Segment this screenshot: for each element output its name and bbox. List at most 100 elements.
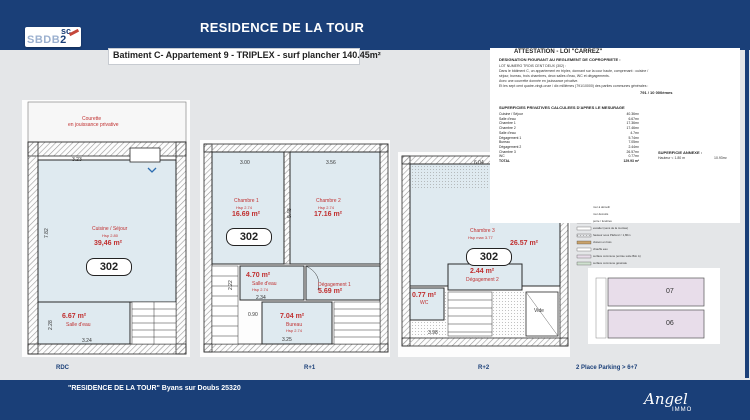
r1-bureau-hsp: Hsp 2.74 [286, 328, 303, 333]
r2-vide-diagonal [525, 291, 559, 337]
r1-ch2-area: 17.16 m² [314, 211, 343, 218]
surface-row-value: 7.05m² [628, 140, 639, 145]
rdc-courette-label: Courette [82, 116, 102, 122]
attestation-panel: ATTESTATION - LOI "CARREZ" DESIGNATION F… [490, 48, 740, 223]
parking-spot-07 [607, 277, 705, 307]
footer-bar [0, 380, 750, 420]
rdc-dim-bottom: 3.24 [82, 338, 92, 344]
header-bar [0, 0, 750, 50]
r1-deg-label: Dégagement 1 [318, 282, 351, 288]
attestation-lot-heading: LOT NUMERO TROIS CENT DEUX (302) : [499, 64, 567, 68]
r1-ch2-label: Chambre 2 [316, 198, 341, 204]
attestation-lot-text-2: séjour, bureau, trois chambres, deux sal… [499, 74, 610, 78]
angel-immo-logo: Angel [644, 390, 688, 408]
r2-degagement [447, 263, 523, 291]
rdc-cuisine-area: 39,46 m² [94, 240, 123, 247]
r2-stairs [447, 291, 493, 337]
legend-item: surface commune (entrée suite Bât. A) [593, 254, 641, 258]
r1-wall-top [203, 143, 389, 153]
rdc-cuisine-sejour [37, 159, 177, 303]
r1-sde-hsp: Hsp 2.74 [252, 287, 269, 292]
surface-row-label: Chambre 1 [499, 121, 516, 126]
rdc-wall-top [27, 141, 187, 157]
r1-door-swing [305, 265, 319, 291]
surface-row-label: Dégagement 2 [499, 144, 522, 149]
r1-salle-eau [239, 265, 305, 301]
agency-logo: sc SBDB2 [25, 26, 81, 47]
rdc-courette [27, 101, 187, 143]
surface-row: Dégagement 1 5.74m² [499, 136, 639, 141]
attestation-annex-heading: SUPERFICIE ANNEXE : [658, 150, 703, 155]
surface-row-label: WC [499, 154, 505, 159]
rdc-lot-badge: 302 [86, 258, 132, 276]
parking-spot-06-label: 06 [666, 320, 674, 327]
surface-row-value: 5.74m² [628, 135, 639, 140]
legend-item: mur à démolir [593, 205, 611, 209]
r1-ch1-label: Chambre 1 [234, 198, 259, 204]
r1-bureau [261, 301, 333, 345]
legend-item: cloison en bois [593, 240, 612, 244]
r1-dim-mid: 5.48 [287, 208, 293, 218]
rdc-courette-sub: en jouissance privative [68, 122, 119, 128]
level-label-r2: R+2 [478, 365, 490, 371]
r2-wc-label: WC [420, 300, 429, 306]
surface-row-label: Salle d'eau [499, 130, 516, 135]
attestation-lot-text-1: Dans le bâtiment C, un appartement en tr… [499, 69, 649, 73]
legend-item: hauteur sous Plafond < 1,80m [593, 233, 631, 237]
r2-ch3-label: Chambre 3 [470, 228, 495, 234]
r2-ch3-area: 26.57 m² [510, 240, 539, 247]
rdc-entry-arrow [147, 167, 157, 173]
surface-row-label: Chambre 3 [499, 149, 516, 154]
rdc-wall-right [175, 141, 187, 355]
attestation-lot-text-3: Avec une courrette donnée en jouissance … [499, 79, 579, 83]
level-label-r1: R+1 [304, 365, 316, 371]
legend-item: surface commune générale [593, 261, 627, 265]
r2-deg-label: Dégagement 2 [466, 277, 499, 283]
rdc-cuisine-label: Cuisine / Séjour [92, 226, 128, 232]
legend-item: mur démolis [593, 212, 609, 216]
parking-side [595, 277, 607, 339]
surface-row-value: 6.67m² [628, 116, 639, 121]
rdc-dim-sde-side: 2.28 [48, 320, 54, 330]
r1-ch1-hsp: Hsp 2.74 [236, 205, 253, 210]
surface-row-label: Salle d'eau [499, 116, 516, 121]
footer-address: "RESIDENCE DE LA TOUR" Byans sur Doubs 2… [68, 385, 241, 392]
r2-dim-bottom: 3.98 [428, 330, 438, 336]
attestation-annex-value: 10.93m² [714, 156, 727, 160]
r1-sde-label: Salle d'eau [252, 281, 277, 287]
parking-spot-06 [607, 309, 705, 339]
attestation-surfaces-heading: SUPERFICIES PRIVATIVES CALCULEES D'APRES… [499, 105, 625, 110]
r1-dim-sde: 2.34 [256, 295, 266, 301]
attestation-lot-text-4: Et les sept cent quatre-vingt-onze / dix… [499, 84, 649, 88]
r2-deg-area: 2.44 m² [470, 268, 495, 275]
logo-sc: sc [61, 26, 72, 36]
r2-lot-badge: 302 [466, 248, 512, 266]
r1-sde-area: 4.70 m² [246, 272, 271, 279]
surface-row: Salle d'eau 6.67m² [499, 117, 639, 122]
attestation-designation-heading: DESIGNATION FIGURANT AU REGLEMENT DE COP… [499, 57, 621, 62]
r1-ch1-area: 16.69 m² [232, 211, 261, 218]
r1-bureau-label: Bureau [286, 322, 303, 328]
rdc-wall-bottom [27, 343, 187, 355]
apartment-subtitle-bar: Batiment C- Appartement 9 - TRIPLEX - su… [108, 48, 381, 65]
legend-item: chauffe eau [593, 247, 608, 251]
surface-row-value: 17.36m² [626, 121, 639, 126]
r1-lot-badge: 302 [226, 228, 272, 246]
r1-dim-bottom: 3.25 [282, 337, 292, 343]
r2-wc-area: 0.77 m² [412, 292, 437, 299]
rdc-wall-left [27, 141, 39, 355]
r1-wall-bottom [203, 343, 389, 353]
page-title: RESIDENCE DE LA TOUR [200, 20, 365, 35]
r1-dim-ch1: 3.00 [240, 160, 250, 166]
attestation-title: ATTESTATION - LOI "CARREZ" [514, 49, 603, 55]
r1-stairs-left [211, 265, 239, 345]
rdc-dim-top: 3.23 [72, 157, 82, 163]
surface-row-label: Dégagement 1 [499, 135, 522, 140]
